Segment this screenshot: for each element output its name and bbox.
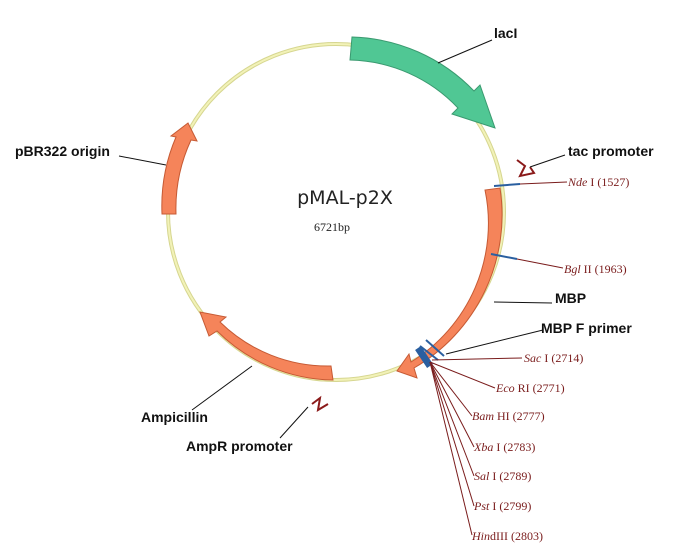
Sac-site-label: Sac I (2714) <box>524 351 583 365</box>
MBP-leader <box>493 301 553 304</box>
MBP-F-primer-tick-2 <box>425 339 445 357</box>
MBP-F-primer-leader <box>445 329 544 355</box>
Bgl-site-label: Bgl II (1963) <box>564 262 627 276</box>
AmpR-promoter-label: AmpR promoter <box>186 438 293 454</box>
Ampicillin-feature-arrow[interactable] <box>199 311 334 381</box>
Eco-site-label: Eco RI (2771) <box>495 381 565 395</box>
Xba-leader <box>429 361 475 448</box>
Pst-site-label: Pst I (2799) <box>473 499 531 513</box>
tac-promoter-mark <box>516 159 536 178</box>
lacI-label: lacI <box>494 25 517 41</box>
Bgl-leader <box>516 258 564 269</box>
plasmid-name: pMAL-p2X <box>297 187 393 209</box>
lacI-feature-arrow[interactable] <box>349 36 496 129</box>
AmpR-promoter-mark <box>311 395 329 412</box>
Hin-site-label: HindIII (2803) <box>471 529 543 543</box>
Eco-leader <box>429 361 496 389</box>
Ampicillin-leader <box>191 365 253 411</box>
MBP-feature-arrow[interactable] <box>396 187 503 379</box>
Sal-site-label: Sal I (2789) <box>474 469 531 483</box>
MBP-F-primer-tick-1 <box>419 345 439 361</box>
tac-promoter-leader <box>529 154 566 168</box>
lacI-leader <box>437 39 493 64</box>
MBP-label: MBP <box>555 290 586 306</box>
pBR322-origin-leader <box>118 155 167 166</box>
Sal-leader <box>429 361 475 477</box>
plasmid-size: 6721bp <box>314 220 350 234</box>
Sac-leader <box>431 357 523 361</box>
Nde-site-label: Nde I (1527) <box>567 175 629 189</box>
AmpR-promoter-leader <box>279 406 309 439</box>
Bam-site-label: Bam HI (2777) <box>472 409 545 423</box>
pBR322-origin-label: pBR322 origin <box>15 143 110 159</box>
Pst-leader <box>429 361 475 507</box>
Hin-leader <box>429 361 473 536</box>
Bam-leader <box>429 361 473 417</box>
pBR322-origin-feature-arrow[interactable] <box>161 122 198 215</box>
Xba-site-label: Xba I (2783) <box>473 440 535 454</box>
Bgl-site-tick <box>490 253 518 260</box>
Nde-leader <box>519 181 568 185</box>
Nde-site-tick <box>493 183 521 187</box>
MCS-site-block <box>415 346 433 368</box>
tac-promoter-label: tac promoter <box>568 143 654 159</box>
Ampicillin-label: Ampicillin <box>141 409 208 425</box>
MBP-F-primer-label: MBP F primer <box>541 320 632 336</box>
